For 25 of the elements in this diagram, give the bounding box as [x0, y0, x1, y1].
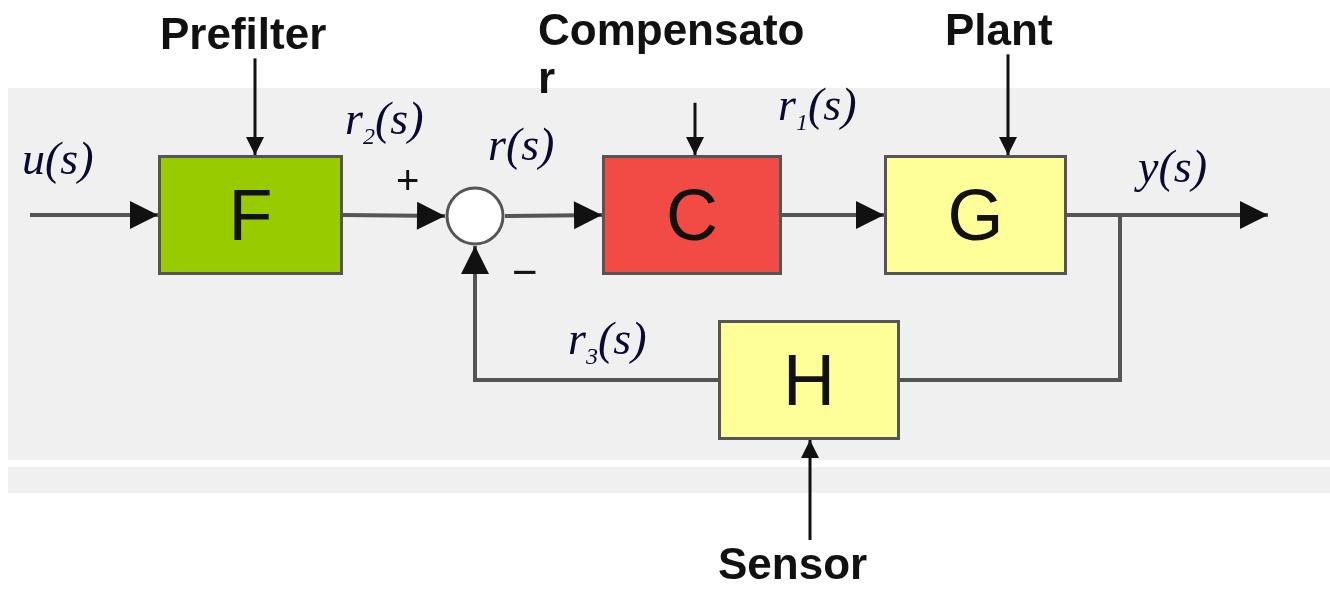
transfer-block: F: [158, 155, 343, 275]
signal-label: r(s): [488, 118, 555, 171]
pointer-arrow: [686, 102, 704, 155]
signal-label: r$_{2}$(s): [345, 92, 424, 151]
signal-label: r$_{1}$(s): [778, 78, 857, 137]
transfer-block: C: [602, 155, 782, 275]
signal-label: u(s): [22, 132, 94, 185]
signal-label: r$_{3}$(s): [568, 312, 647, 371]
sign-label: −: [512, 250, 538, 294]
signal-arrow: [342, 201, 446, 230]
signal-arrow: [30, 201, 158, 229]
feedback-line: [900, 213, 1122, 382]
sign-label: +: [396, 160, 420, 200]
pointer-arrow: [801, 440, 819, 540]
pointer-arrow: [999, 54, 1017, 155]
signal-arrow: [461, 246, 718, 382]
signal-arrow: [782, 201, 884, 229]
label-text: Prefilter: [160, 10, 327, 59]
pointer-arrow: [246, 58, 264, 155]
label-text: Plant: [945, 6, 1053, 55]
summing-junction: [445, 186, 505, 246]
signal-arrow: [504, 201, 603, 230]
transfer-block: H: [718, 320, 900, 440]
transfer-block: G: [884, 155, 1067, 275]
label-text: Sensor: [718, 540, 868, 589]
